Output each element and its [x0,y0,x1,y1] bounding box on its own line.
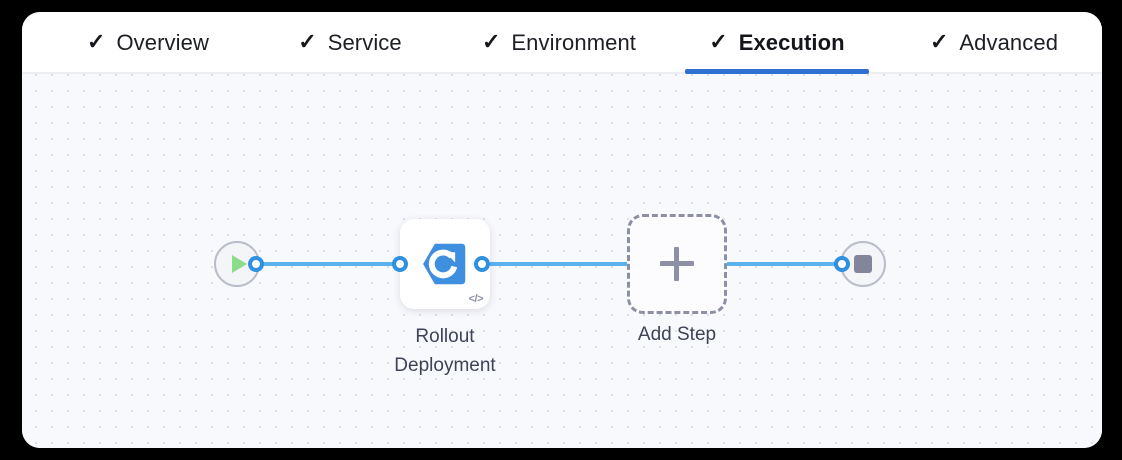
tab-environment[interactable]: ✓ Environment [444,12,674,74]
tab-label: Overview [116,30,209,55]
play-icon [232,255,247,273]
add-step-button[interactable] [627,214,727,314]
plus-icon [660,247,694,281]
port-end-input[interactable] [834,256,850,272]
edge-start-to-rollout [252,262,402,266]
stop-square-icon [854,255,872,273]
tab-label: Advanced [959,30,1059,55]
pipeline-canvas[interactable]: </> Rollout Deployment Add Step [22,74,1102,448]
port-rollout-input[interactable] [392,256,408,272]
edge-addstep-to-end [712,262,842,266]
check-icon: ✓ [481,29,501,54]
check-icon: ✓ [929,29,949,54]
check-icon: ✓ [298,29,317,54]
code-glyph-icon: </> [468,293,484,305]
add-step-label: Add Step [637,324,717,345]
tab-active-underline [685,69,869,74]
tab-execution[interactable]: ✓ Execution [677,12,877,74]
tab-label: Service [327,30,402,55]
step-label-rollout-deployment: Rollout Deployment [394,326,496,376]
tab-service[interactable]: ✓ Service [265,12,435,74]
rollout-hexagon-icon [423,243,466,285]
wizard-tabbar: ✓ Overview ✓ Service ✓ Environment ✓ Exe… [22,12,1102,74]
tab-label: Environment [511,30,637,55]
tab-advanced[interactable]: ✓ Advanced [894,12,1094,74]
check-icon: ✓ [87,29,106,54]
port-start-output[interactable] [248,256,264,272]
edge-rollout-to-addstep [482,262,632,266]
port-rollout-output[interactable] [474,256,490,272]
wizard-panel: ✓ Overview ✓ Service ✓ Environment ✓ Exe… [22,12,1102,448]
tab-overview[interactable]: ✓ Overview [48,12,248,74]
tab-label: Execution [738,30,845,55]
pipeline-start-node[interactable] [214,241,260,287]
check-icon: ✓ [709,29,728,54]
